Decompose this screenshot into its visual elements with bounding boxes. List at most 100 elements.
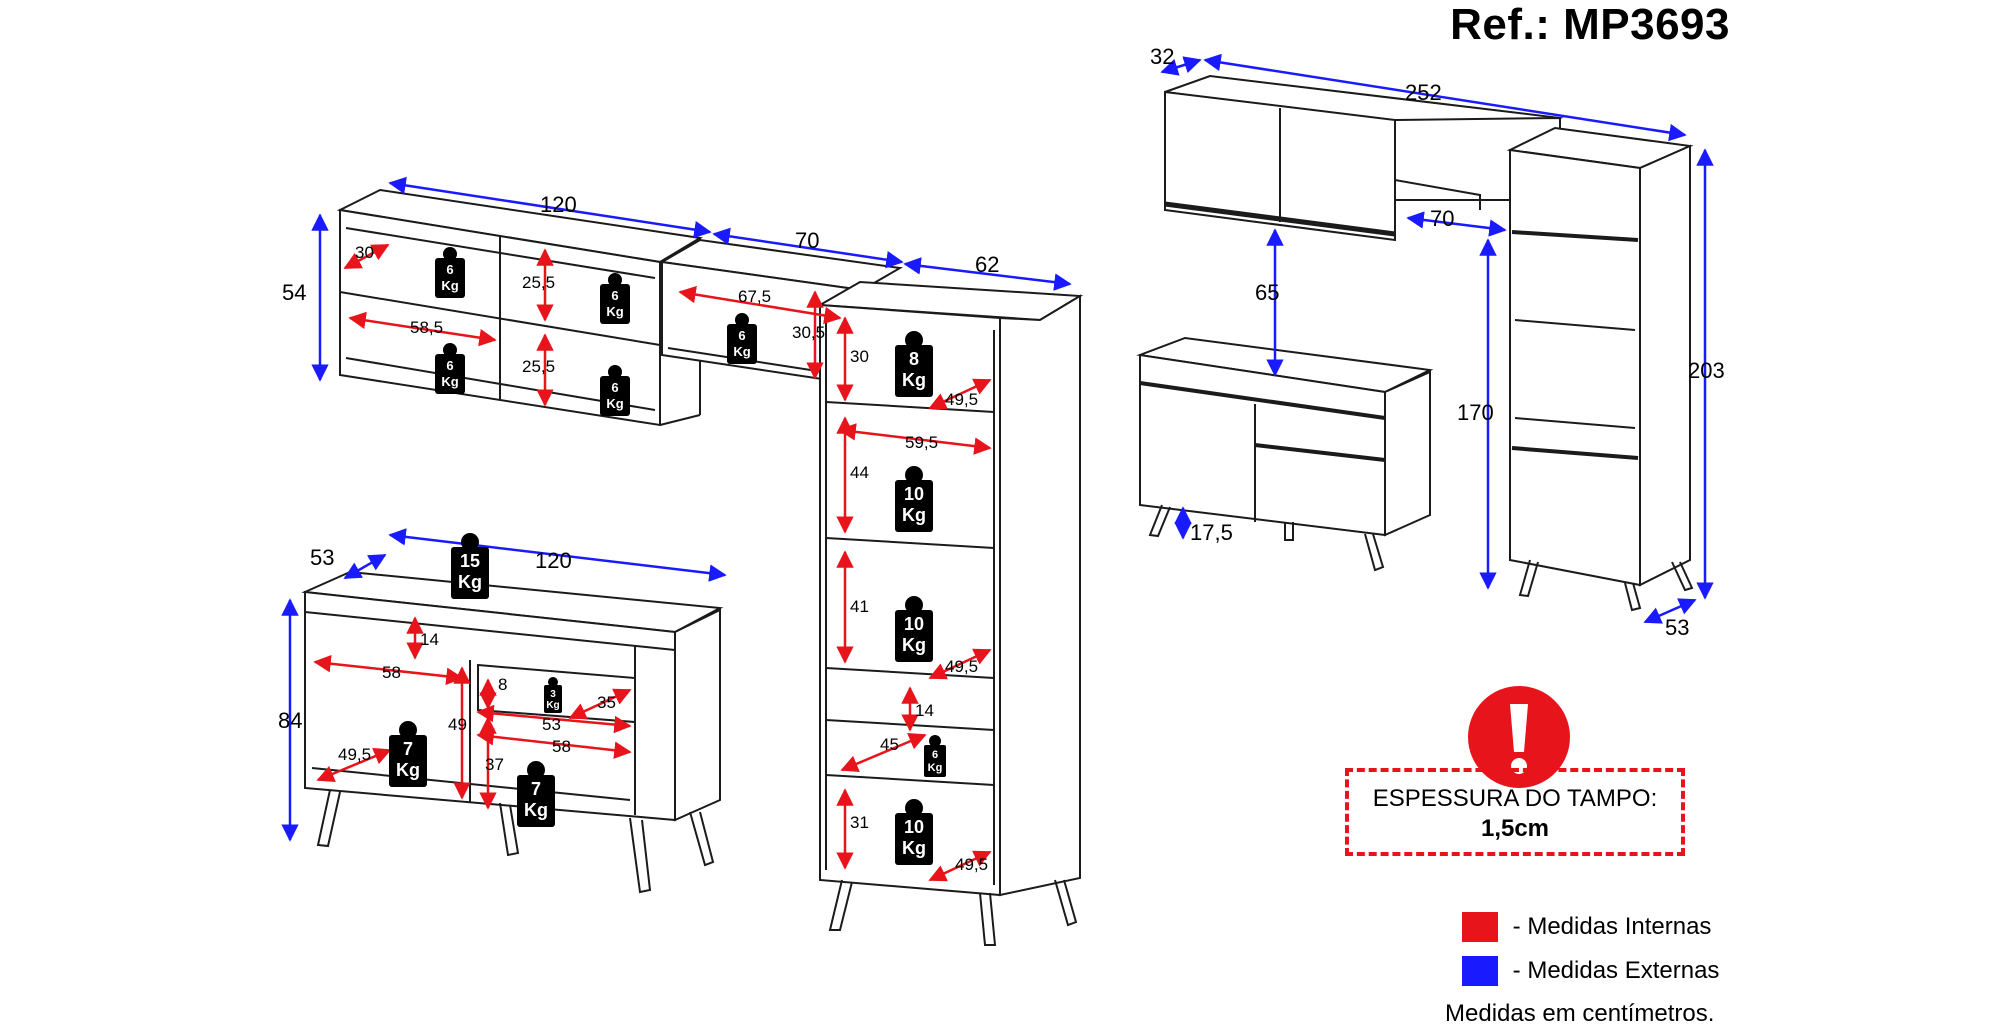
dim-mid-inner-height: 30,5: [792, 323, 825, 342]
dim-upper-depth: 30: [355, 243, 374, 262]
dim-tower-s5: 31: [850, 813, 869, 832]
dim-ov-width: 252: [1405, 80, 1442, 105]
svg-text:Kg: Kg: [441, 374, 458, 389]
legend-internal: - Medidas Internas: [1462, 912, 1711, 942]
dim-base-left-depth: 49,5: [338, 745, 371, 764]
weight-tag: 7 Kg: [389, 721, 427, 787]
dim-tower-drawer-depth: 45: [880, 735, 899, 754]
dim-upper-inner-width: 58,5: [410, 318, 443, 337]
dim-base-right-height: 37: [485, 755, 504, 774]
svg-text:6: 6: [932, 749, 938, 761]
weight-tag: 10 Kg: [895, 466, 933, 532]
weight-tag: 6 Kg: [600, 273, 630, 324]
weight-tag: 6 Kg: [435, 247, 465, 298]
external-swatch: [1462, 956, 1498, 986]
dim-ov-depth-bottom: 53: [1665, 615, 1689, 640]
dim-base-small-drawer: 8: [498, 675, 507, 694]
svg-text:8: 8: [909, 349, 919, 369]
dim-base-left-width: 58: [382, 663, 401, 682]
weight-tag: 6 Kg: [727, 313, 757, 364]
weight-tag: 6 Kg: [924, 735, 946, 777]
svg-text:Kg: Kg: [441, 278, 458, 293]
svg-text:6: 6: [446, 262, 453, 277]
dim-tower-depth: 62: [975, 252, 999, 277]
dim-mid-width: 70: [795, 228, 819, 253]
dim-ov-depth-top: 32: [1150, 44, 1174, 69]
footnote: Medidas em centímetros.: [1445, 1000, 1715, 1027]
dim-ov-gap: 70: [1430, 206, 1454, 231]
svg-text:6: 6: [446, 358, 453, 373]
dim-tower-s2: 44: [850, 463, 869, 482]
notice-value: 1,5cm: [1480, 815, 1550, 842]
dim-tower-s1-depth: 49,5: [945, 390, 978, 409]
weight-tag: 8 Kg: [895, 331, 933, 397]
svg-text:Kg: Kg: [524, 800, 548, 820]
external-dimension-lines: [281, 53, 1714, 842]
weight-tag: 3 Kg: [544, 677, 562, 713]
dim-base-width: 120: [535, 548, 572, 573]
svg-text:Kg: Kg: [928, 762, 943, 774]
dim-tower-s3-depth: 49,5: [945, 657, 978, 676]
svg-text:Kg: Kg: [902, 635, 926, 655]
weight-tags: 6 Kg 6 Kg 6 Kg 6 Kg 6 Kg 8 Kg: [389, 247, 946, 865]
svg-text:15: 15: [460, 551, 480, 571]
dim-ov-floor-to-top: 170: [1457, 400, 1494, 425]
reference-title: Ref.: MP3693: [1450, 0, 1730, 49]
svg-text:Kg: Kg: [458, 572, 482, 592]
weight-tag: 6 Kg: [435, 343, 465, 394]
notice-title: ESPESSURA DO TAMPO:: [1372, 785, 1658, 812]
svg-text:Kg: Kg: [606, 304, 623, 319]
dim-ov-clearance: 65: [1255, 280, 1279, 305]
svg-text:7: 7: [531, 779, 541, 799]
dim-base-drawer: 14: [420, 630, 439, 649]
dim-tower-s1: 30: [850, 347, 869, 366]
weight-tag: 10 Kg: [895, 799, 933, 865]
svg-text:6: 6: [611, 380, 618, 395]
dim-tower-inner-width: 59,5: [905, 433, 938, 452]
dim-ov-leg: 17,5: [1190, 520, 1233, 545]
dim-upper-height: 54: [282, 280, 306, 305]
svg-text:Kg: Kg: [902, 505, 926, 525]
internal-dimension-lines: [313, 243, 992, 882]
dim-base-right-w2: 58: [552, 737, 571, 756]
svg-text:Kg: Kg: [606, 396, 623, 411]
svg-text:Kg: Kg: [546, 700, 559, 711]
dim-upper-inner-h1: 25,5: [522, 273, 555, 292]
dim-tower-drawer: 14: [915, 701, 934, 720]
svg-text:Kg: Kg: [902, 370, 926, 390]
dim-upper-width: 120: [540, 192, 577, 217]
dim-base-right-w1: 53: [542, 715, 561, 734]
svg-text:Kg: Kg: [902, 838, 926, 858]
upper-cabinet-120: [336, 188, 703, 427]
base-cabinet: [301, 570, 724, 894]
weight-tag: 6 Kg: [600, 365, 630, 416]
thickness-notice: ESPESSURA DO TAMPO: 1,5cm: [1345, 768, 1685, 856]
svg-text:3: 3: [550, 689, 556, 700]
svg-text:10: 10: [904, 484, 924, 504]
dim-base-height: 84: [278, 708, 302, 733]
weight-tag: 10 Kg: [895, 596, 933, 662]
svg-text:7: 7: [403, 739, 413, 759]
dim-tower-s3: 41: [850, 597, 869, 616]
weight-tag: 7 Kg: [517, 761, 555, 827]
svg-text:Kg: Kg: [733, 344, 750, 359]
internal-swatch: [1462, 912, 1498, 942]
legend-external: - Medidas Externas: [1462, 956, 1719, 986]
weight-tag: 15 Kg: [451, 533, 489, 599]
svg-text:10: 10: [904, 817, 924, 837]
legend-external-label: - Medidas Externas: [1512, 957, 1720, 984]
dimension-labels: 120 70 62 54 30 58,5 25,5 25,5 67,5 30,5…: [278, 44, 1725, 874]
svg-text:6: 6: [738, 328, 745, 343]
svg-text:10: 10: [904, 614, 924, 634]
dim-base-small-depth: 35: [597, 693, 616, 712]
dim-ov-tower-h: 203: [1688, 358, 1725, 383]
dim-base-left-height: 49: [448, 715, 467, 734]
dim-mid-inner-width: 67,5: [738, 287, 771, 306]
dim-upper-inner-h2: 25,5: [522, 357, 555, 376]
svg-text:Kg: Kg: [396, 760, 420, 780]
svg-text:6: 6: [611, 288, 618, 303]
dim-base-depth: 53: [310, 545, 334, 570]
legend-internal-label: - Medidas Internas: [1512, 913, 1712, 940]
dim-tower-s5-depth: 49,5: [955, 855, 988, 874]
